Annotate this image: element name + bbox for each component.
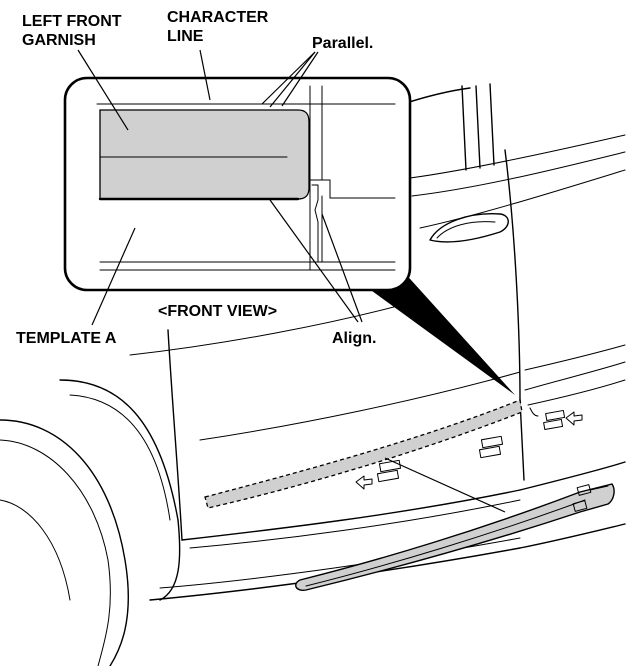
front-view-label: <FRONT VIEW>: [158, 303, 277, 320]
character-line-label-line1: CHARACTER: [167, 9, 269, 26]
align-label: Align.: [332, 330, 376, 347]
front-view-inset: [63, 76, 412, 292]
garnish-in-inset: [99, 109, 310, 200]
left-front-garnish-label-line1: LEFT FRONT: [22, 13, 122, 30]
parallel-label: Parallel.: [312, 35, 373, 52]
callout-pointer: [368, 270, 515, 395]
left-front-garnish-part: [295, 483, 615, 592]
vehicle-body: [0, 83, 626, 666]
character-line-label-line2: LINE: [167, 28, 204, 45]
leader-lines: [77, 49, 506, 513]
template-a-label: TEMPLATE A: [16, 330, 117, 347]
left-front-garnish-label-line2: GARNISH: [22, 32, 96, 49]
garnish-install-area: [204, 399, 523, 509]
